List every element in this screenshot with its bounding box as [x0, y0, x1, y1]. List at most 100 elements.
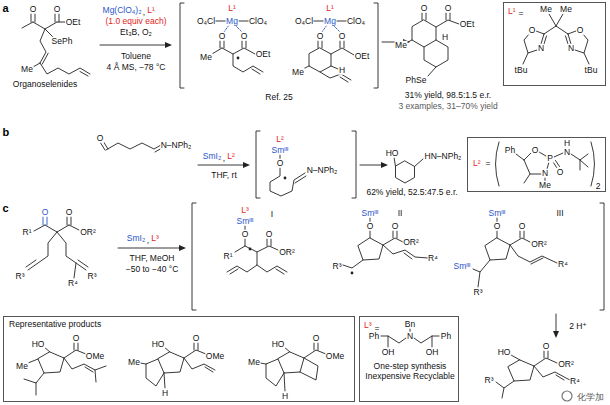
atom-label: O [312, 334, 320, 343]
atom-label: Toluene [121, 52, 152, 61]
atom-label: THF, rt [211, 171, 238, 180]
atom-label: THF, MeOH [129, 254, 175, 263]
arrowhead [243, 162, 250, 168]
atom-label: OR² [403, 238, 420, 247]
atom-label: Me [292, 68, 305, 77]
atom-label: ClO₄ [346, 17, 365, 26]
bracket [180, 3, 378, 88]
atom-label: Me [560, 5, 573, 14]
radical-dot [351, 272, 354, 275]
molecule-bonds [381, 328, 439, 347]
atom-label: R⁴ [558, 260, 569, 269]
atom-label: Ph [504, 146, 515, 155]
atom-label: Bn [404, 320, 415, 329]
atom-label: 4 Å MS, −78 °C [106, 63, 166, 72]
reaction-arrow [198, 165, 245, 166]
ligand-label: L² [227, 152, 236, 161]
atom-label: 2 [595, 182, 601, 191]
atom-label: O [366, 222, 374, 231]
atom-label: Ph [368, 332, 379, 341]
atom-label: HO [271, 340, 285, 349]
molecule-bonds [406, 11, 459, 76]
atom-label: O [444, 4, 452, 13]
watermark-logo [562, 391, 572, 401]
ligand-label: (1.0 equiv each) [105, 17, 167, 26]
atom-label: = [485, 159, 491, 168]
atom-label: O [72, 334, 80, 343]
atom-label: O [65, 208, 73, 217]
atom-label: HO [497, 348, 511, 357]
note-label: 3 examples, 31–70% yield [398, 102, 498, 111]
molecule-bonds [140, 342, 215, 388]
metal-label: Smᴵᴵᴵ [271, 146, 289, 155]
atom-label: Me [540, 5, 553, 14]
ligand-label: L³ [241, 206, 250, 215]
radical-dot [237, 57, 240, 60]
atom-label: OH [381, 348, 395, 357]
panel-letter: a [2, 3, 9, 14]
atom-label: OR² [80, 228, 97, 237]
atom-label: O [241, 230, 249, 239]
radical-dot [284, 177, 287, 180]
atom-label: I [270, 210, 273, 219]
metal-label: SmI₂ [202, 152, 221, 161]
atom-label: Me [248, 358, 261, 367]
atom-label: 62% yield, 52.5:47.5 e.r. [366, 188, 458, 197]
metal-label: Mg(ClO₄)₂ [102, 6, 142, 15]
atom-label: R¹ [22, 228, 32, 237]
atom-label: O [420, 4, 428, 13]
atom-label: O [528, 26, 536, 35]
atom-label: III [556, 209, 564, 218]
molecule-bonds [394, 157, 423, 183]
atom-label: OR² [558, 360, 575, 369]
atom-label: O [391, 222, 399, 231]
metal-label: Mg [226, 17, 239, 26]
molecule-bonds [343, 217, 428, 268]
atom-label: OR² [531, 240, 548, 249]
atom-label: N [537, 44, 544, 53]
radical-dot [249, 248, 252, 251]
molecule-bonds [26, 216, 88, 278]
atom-label: P [547, 154, 554, 163]
atom-label: −50 to −40 °C [125, 265, 179, 274]
atom-label: R³ [484, 376, 494, 385]
atom-label: 2 H⁺ [569, 322, 588, 331]
atom-label: H [441, 33, 448, 42]
atom-label: R³ [473, 288, 483, 297]
atom-label: O [316, 32, 324, 41]
atom-label: H [281, 392, 288, 401]
parenthesis [496, 142, 595, 186]
molecule-bonds [303, 21, 354, 82]
bracket [192, 203, 604, 310]
atom-label: OR² [279, 248, 296, 257]
atom-label: = [518, 9, 524, 18]
arrowhead [179, 245, 186, 251]
atom-label: O [518, 222, 526, 231]
metal-label: Mg [324, 17, 337, 26]
highlighted-bond [43, 216, 47, 225]
atom-label: H [338, 66, 345, 75]
box-note: One-step synthesis Inexpensive Recyclabl… [365, 361, 455, 381]
atom-label: , [222, 154, 225, 163]
atom-label: OEt [255, 50, 271, 59]
box-heading: L² [473, 159, 481, 168]
molecule-bonds [270, 154, 306, 196]
atom-label: tBu [584, 66, 598, 75]
atom-label: Me [21, 65, 34, 74]
arrowhead [553, 331, 559, 338]
note-label: 化学加 [576, 393, 604, 402]
metal-label: Smᴵᴵᴵ [361, 209, 379, 218]
atom-label: , [142, 8, 145, 17]
atom-label: O [218, 32, 226, 41]
atom-label: N–NPh₂ [306, 166, 338, 175]
atom-label: N [563, 148, 570, 157]
molecule-bonds [516, 152, 588, 183]
atom-label: OH [425, 348, 439, 357]
atom-label: Me [539, 181, 552, 190]
atom-label: N–NPh₂ [160, 141, 192, 150]
molecule-bonds [473, 217, 557, 287]
atom-label: OEt [459, 20, 475, 29]
panel-letter: b [2, 127, 10, 138]
